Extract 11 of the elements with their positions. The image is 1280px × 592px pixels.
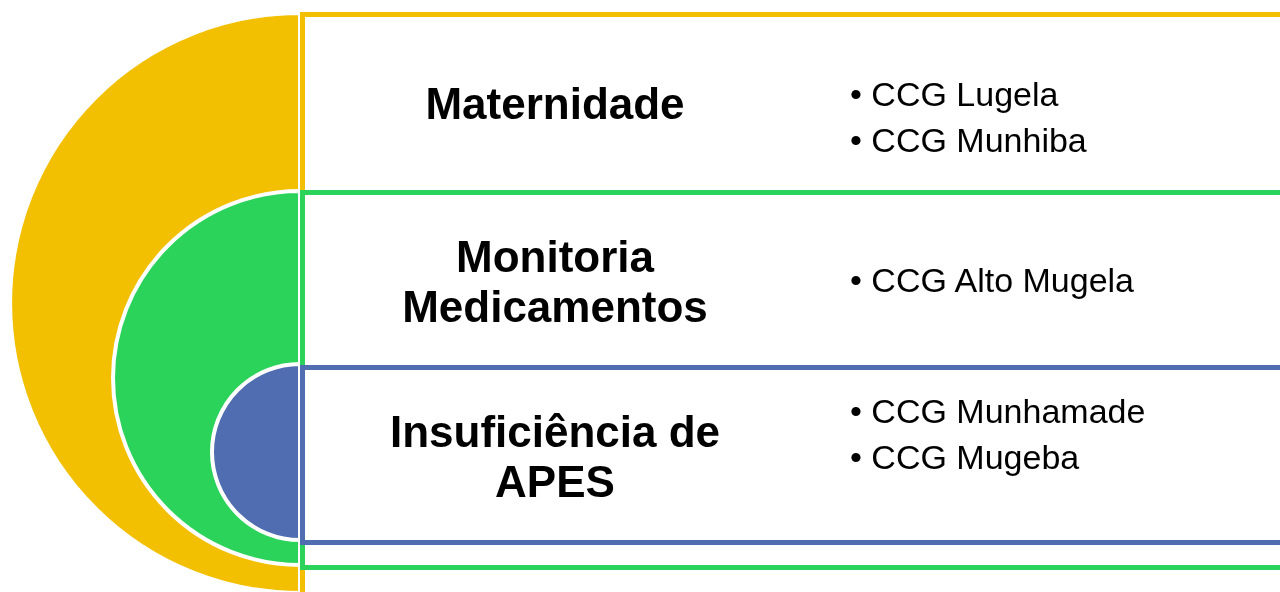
category-panel [300, 12, 1280, 592]
category-title: Monitoria Medicamentos [401, 232, 709, 332]
bullet-item: • CCG Munhiba [850, 120, 1087, 161]
bullet-item: • CCG Lugela [850, 74, 1060, 115]
category-title: Insuficiência de APES [388, 407, 722, 507]
category-title: Maternidade [424, 79, 686, 129]
bullet-item: • CCG Mugeba [850, 437, 1081, 478]
bullet-item: • CCG Munhamade [850, 391, 1146, 432]
category-panel [300, 365, 1280, 545]
category-panel [300, 190, 1280, 570]
bullet-item: • CCG Alto Mugela [850, 260, 1135, 301]
